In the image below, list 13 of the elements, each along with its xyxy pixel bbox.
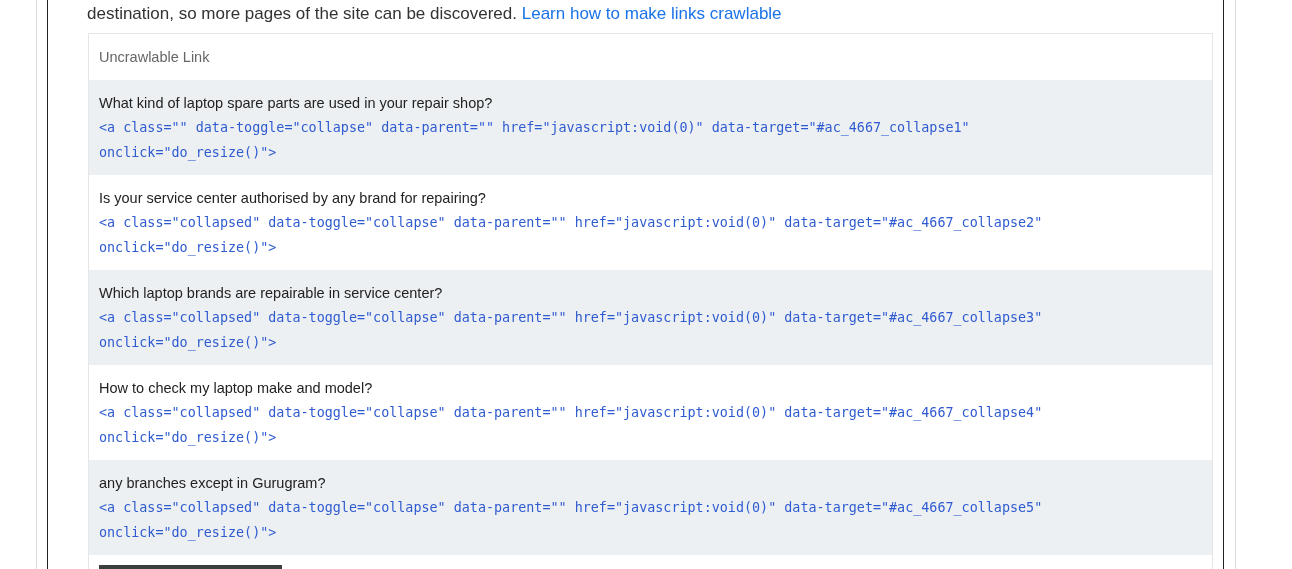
intro-text: destination, so more pages of the site can be discovered. Learn how to make links crawlable [87,4,782,24]
header-cell: Uncrawlable Link [99,49,210,65]
question-text: How to check my laptop make and model? [99,380,373,396]
link: Learn how to make links crawlable [521,4,782,23]
code-snippet: <a class="" data-toggle="collapse" data-parent="" href="javascript:void(0)" data-target="#ac_4667_collapse1" onclick="do_resize()"> [99,119,971,163]
code-snippet: <a class="collapsed" data-toggle="collapse" data-parent="" href="javascript:void(0)" data-target="#ac_4667_collapse2" onclick="do_resize()"> [99,214,1044,258]
code-snippet: <a class="collapsed" data-toggle="collapse" data-parent="" href="javascript:void(0)" data-target="#ac_4667_collapse5" onclick="do_resize()"> [99,499,1044,543]
code-snippet: <a class="collapsed" data-toggle="collapse" data-parent="" href="javascript:void(0)" data-target="#ac_4667_collapse4" onclick="do_resize()"> [99,404,1044,448]
question-text: What kind of laptop spare parts are used in your repair shop? [99,95,493,111]
question-text: any branches except in Gurugram? [99,475,326,491]
question-text: Is your service center authorised by any brand for repairing? [99,190,486,206]
question-text: Which laptop brands are repairable in service center? [99,285,443,301]
code-snippet: <a class="collapsed" data-toggle="collapse" data-parent="" href="javascript:void(0)" data-target="#ac_4667_collapse3" onclick="do_resize()"> [99,309,1044,353]
